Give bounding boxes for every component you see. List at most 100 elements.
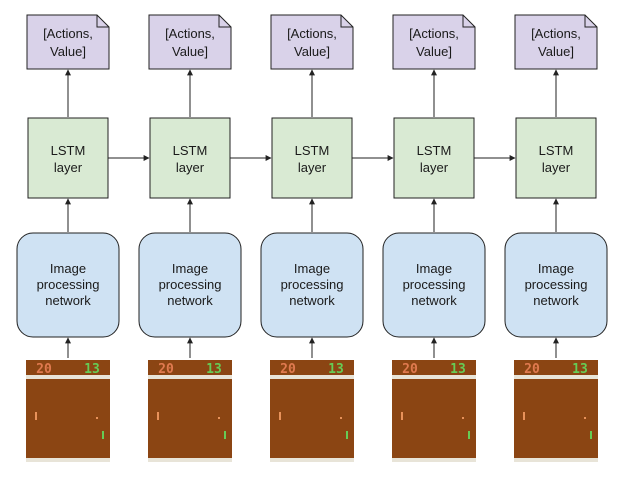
lstm-label-line1: LSTM xyxy=(295,143,330,158)
lstm-box xyxy=(149,117,231,199)
score-left: 20 xyxy=(36,362,52,377)
lstm-node: LSTM layer xyxy=(515,117,597,199)
output-shape xyxy=(392,14,476,70)
image-net-label-line1: Image xyxy=(538,261,574,276)
ball xyxy=(340,417,342,419)
output-label-line2: Value] xyxy=(538,44,574,59)
frame-bottom-wall xyxy=(514,458,598,462)
frame-bottom-wall xyxy=(270,458,354,462)
image-net-label-line1: Image xyxy=(416,261,452,276)
lstm-box xyxy=(27,117,109,199)
output-node: [Actions, Value] xyxy=(26,14,110,70)
output-label-line1: [Actions, xyxy=(43,26,93,41)
image-net-label-line3: network xyxy=(411,293,457,308)
score-left: 20 xyxy=(280,362,296,377)
image-net-label-line3: network xyxy=(289,293,335,308)
left-paddle xyxy=(157,412,159,420)
image-net-label-line3: network xyxy=(533,293,579,308)
output-label-line1: [Actions, xyxy=(531,26,581,41)
image-net-label-line2: processing xyxy=(37,277,100,292)
image-net-label-line2: processing xyxy=(403,277,466,292)
output-shape xyxy=(26,14,110,70)
connections xyxy=(65,69,559,358)
image-processing-box xyxy=(138,232,242,338)
image-processing-box xyxy=(260,232,364,338)
output-fold xyxy=(96,15,109,28)
image-net-label-line2: processing xyxy=(525,277,588,292)
output-shape xyxy=(514,14,598,70)
score-left: 20 xyxy=(158,362,174,377)
lstm-label-line2: layer xyxy=(176,160,205,175)
nodes: [Actions,Value]LSTMlayerImageprocessingn… xyxy=(16,14,608,462)
right-paddle xyxy=(346,431,348,439)
frame-top-wall xyxy=(26,375,110,379)
image-processing-box xyxy=(504,232,608,338)
lstm-box xyxy=(393,117,475,199)
image-processing-box xyxy=(382,232,486,338)
frame-bottom-wall xyxy=(148,458,232,462)
output-node: [Actions, Value] xyxy=(270,14,354,70)
output-node: [Actions,Value] xyxy=(148,14,232,70)
output-label-line2: Value] xyxy=(294,44,330,59)
output-fold xyxy=(584,15,597,28)
lstm-label-line2: layer xyxy=(542,160,571,175)
score-left: 20 xyxy=(402,362,418,377)
left-paddle xyxy=(279,412,281,420)
score-right: 13 xyxy=(328,362,344,377)
lstm-label-line2: layer xyxy=(420,160,449,175)
right-paddle xyxy=(224,431,226,439)
lstm-label-line1: LSTM xyxy=(173,143,208,158)
left-paddle xyxy=(35,412,37,420)
image-net-label-line2: processing xyxy=(159,277,222,292)
frame-top-wall xyxy=(270,375,354,379)
left-paddle xyxy=(401,412,403,420)
output-node: [Actions, Value] xyxy=(514,14,598,70)
right-paddle xyxy=(102,431,104,439)
lstm-label-line1: LSTM xyxy=(539,143,574,158)
image-net-label-line1: Image xyxy=(172,261,208,276)
lstm-label-line1: LSTM xyxy=(51,143,86,158)
left-paddle xyxy=(523,412,525,420)
ball xyxy=(584,417,586,419)
image-net-label-line1: Image xyxy=(294,261,330,276)
image-processing-box xyxy=(16,232,120,338)
output-label-line1: [Actions, xyxy=(409,26,459,41)
frame-top-wall xyxy=(392,375,476,379)
score-right: 13 xyxy=(84,362,100,377)
ball xyxy=(96,417,98,419)
right-paddle xyxy=(468,431,470,439)
output-label-line2: Value] xyxy=(50,44,86,59)
lstm-node: LSTM layer xyxy=(149,117,231,199)
output-shape xyxy=(148,14,232,70)
output-label-line2: Value] xyxy=(172,44,208,59)
lstm-node: LSTM layer xyxy=(271,117,353,199)
image-net-label-line1: Image xyxy=(50,261,86,276)
image-net-label-line2: processing xyxy=(281,277,344,292)
output-node: [Actions,Value] xyxy=(392,14,476,70)
frame-top-wall xyxy=(148,375,232,379)
frame-top-wall xyxy=(514,375,598,379)
score-right: 13 xyxy=(450,362,466,377)
output-fold xyxy=(462,15,475,28)
lstm-label-line2: layer xyxy=(54,160,83,175)
ball xyxy=(462,417,464,419)
lstm-label-line2: layer xyxy=(298,160,327,175)
lstm-node: LSTM layer xyxy=(27,117,109,199)
ball xyxy=(218,417,220,419)
output-label-line1: [Actions, xyxy=(287,26,337,41)
output-shape xyxy=(270,14,354,70)
frame-bottom-wall xyxy=(392,458,476,462)
output-fold xyxy=(340,15,353,28)
lstm-box xyxy=(271,117,353,199)
lstm-box xyxy=(515,117,597,199)
